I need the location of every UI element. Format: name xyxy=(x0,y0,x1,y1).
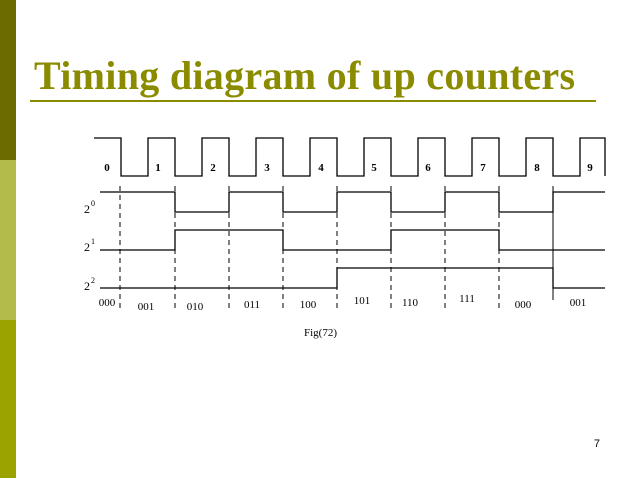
clock-waveform-group: 0 1 2 3 4 5 6 7 8 9 xyxy=(94,137,606,177)
clock-pulse-label: 8 xyxy=(534,162,540,174)
slide-title: Timing diagram of up counters xyxy=(34,53,576,98)
clock-pulse-label: 7 xyxy=(480,162,486,174)
signal-label-exponent: 1 xyxy=(91,237,95,246)
state-label: 001 xyxy=(138,301,155,313)
state-label: 011 xyxy=(244,299,260,311)
clock-waveform xyxy=(94,137,606,177)
state-label: 110 xyxy=(402,297,419,309)
clock-pulse-label: 4 xyxy=(318,162,324,174)
page-number: 7 xyxy=(593,438,600,450)
title-underline xyxy=(30,100,596,102)
signal-waveform-0 xyxy=(100,191,605,213)
state-label: 111 xyxy=(459,293,475,305)
signal-label: 2 xyxy=(84,202,90,216)
clock-pulse-label: 6 xyxy=(425,162,431,174)
state-labels-group: 000 001 010 011 100 101 110 111 000 001 xyxy=(99,293,587,313)
clock-pulse-label: 0 xyxy=(104,162,110,174)
clock-pulse-label: 2 xyxy=(210,162,216,174)
state-label: 000 xyxy=(515,299,532,311)
signal-waveform-2 xyxy=(100,267,605,289)
signal-label: 2 xyxy=(84,279,90,293)
sidebar-accent xyxy=(0,0,16,478)
signal-label-exponent: 2 xyxy=(91,276,95,285)
dashed-guides-group xyxy=(119,186,554,312)
sidebar-block-middle xyxy=(0,160,16,320)
clock-pulse-label: 5 xyxy=(371,162,377,174)
state-label: 101 xyxy=(354,295,371,307)
sidebar-block-bottom xyxy=(0,320,16,478)
sidebar-block-top xyxy=(0,0,16,160)
state-label: 010 xyxy=(187,301,204,313)
state-label: 001 xyxy=(570,297,587,309)
clock-pulse-label: 3 xyxy=(264,162,270,174)
figure-caption: Fig(72) xyxy=(304,327,337,339)
signal-label-exponent: 0 xyxy=(91,199,95,208)
clock-pulse-label: 1 xyxy=(155,162,161,174)
signal-label: 2 xyxy=(84,240,90,254)
state-label: 100 xyxy=(300,299,317,311)
clock-pulse-label: 9 xyxy=(587,162,593,174)
state-label: 000 xyxy=(99,297,116,309)
signal-waveform-1 xyxy=(100,229,605,251)
